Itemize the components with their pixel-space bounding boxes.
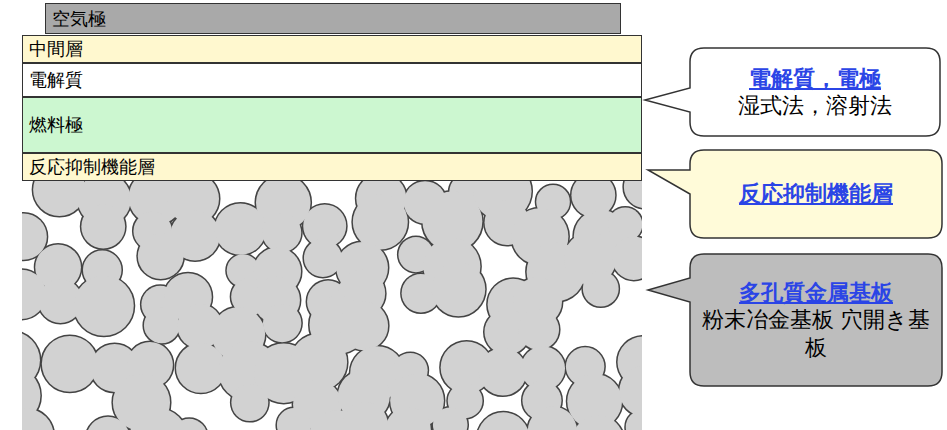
metal-particle <box>583 271 619 307</box>
interlayer: 中間層 <box>22 35 642 63</box>
reaction-barrier-layer: 反応抑制機能層 <box>22 153 642 181</box>
metal-particle <box>353 195 408 250</box>
metal-particle <box>231 384 268 421</box>
metal-particle <box>624 181 642 208</box>
metal-particle <box>215 203 266 254</box>
metal-particle <box>81 205 125 249</box>
metal-particle <box>608 207 642 241</box>
metal-particle <box>477 412 529 430</box>
callout-text: 湿式法，溶射法 <box>730 92 900 120</box>
metal-particle <box>385 407 430 430</box>
callout-heading: 電解質，電極 <box>741 65 889 93</box>
metal-particle <box>176 343 226 393</box>
metal-particle <box>171 419 207 430</box>
metal-particle <box>432 263 486 317</box>
metal-particle <box>263 304 301 342</box>
fuel-electrode-layer: 燃料極 <box>22 97 642 153</box>
metal-particle <box>583 271 619 307</box>
metal-particle <box>343 402 388 430</box>
metal-particle <box>277 408 311 430</box>
metal-particle <box>518 309 559 350</box>
metal-particle <box>176 343 226 393</box>
metal-particle <box>619 365 642 416</box>
metal-particle <box>339 301 388 350</box>
metal-particle <box>262 213 301 252</box>
electrolyte-layer: 電解質 <box>22 63 642 97</box>
layer-label: 燃料極 <box>29 113 83 137</box>
layer-label: 中間層 <box>29 37 83 61</box>
metal-particle <box>215 203 266 254</box>
metal-particle <box>304 239 342 277</box>
metal-particle <box>42 336 98 392</box>
metal-particle <box>81 205 125 249</box>
metal-particle <box>528 406 577 430</box>
layer-label: 反応抑制機能層 <box>29 155 155 179</box>
metal-particle <box>74 276 134 336</box>
air-electrode-layer: 空気極 <box>45 3 621 34</box>
metal-particle <box>262 213 301 252</box>
metal-particle <box>263 304 301 342</box>
callout-text: 粉末冶金基板 穴開き基板 <box>690 306 942 361</box>
metal-particle <box>86 417 130 430</box>
metal-particle <box>138 233 184 279</box>
metal-particle <box>479 348 527 396</box>
layer-label: 電解質 <box>29 68 83 92</box>
layer-label: 空気極 <box>52 7 106 31</box>
metal-particle <box>353 195 408 250</box>
metal-particle <box>433 407 468 430</box>
callout-heading: 多孔質金属基板 <box>731 279 901 307</box>
callout-outline <box>648 254 942 386</box>
metal-particle <box>626 410 642 430</box>
metal-particle <box>612 237 642 280</box>
callout-outline <box>648 150 942 238</box>
metal-particle <box>432 263 486 317</box>
callout-heading: 反応抑制機能層 <box>731 180 901 208</box>
metal-particle <box>626 410 642 430</box>
metal-particle <box>572 415 624 430</box>
metal-particle <box>608 207 642 241</box>
porous-particles <box>22 181 642 430</box>
metal-particle <box>22 409 54 430</box>
metal-particle <box>304 239 342 277</box>
metal-particle <box>144 308 180 344</box>
callout-box: 多孔質金属基板粉末冶金基板 穴開き基板 <box>690 254 942 386</box>
metal-particle <box>42 336 98 392</box>
metal-particle <box>339 301 388 350</box>
metal-particle <box>144 308 180 344</box>
metal-particle <box>518 309 559 350</box>
callout-box: 電解質，電極湿式法，溶射法 <box>690 48 940 136</box>
metal-particle <box>624 181 642 208</box>
callout-outline <box>645 48 940 136</box>
metal-particle <box>22 409 54 430</box>
callout-shape <box>690 48 940 136</box>
metal-particle <box>138 233 184 279</box>
metal-particle <box>479 348 527 396</box>
metal-particle <box>231 384 268 421</box>
metal-particle <box>477 412 529 430</box>
callout-box: 反応抑制機能層 <box>690 150 942 238</box>
metal-particle <box>74 276 134 336</box>
